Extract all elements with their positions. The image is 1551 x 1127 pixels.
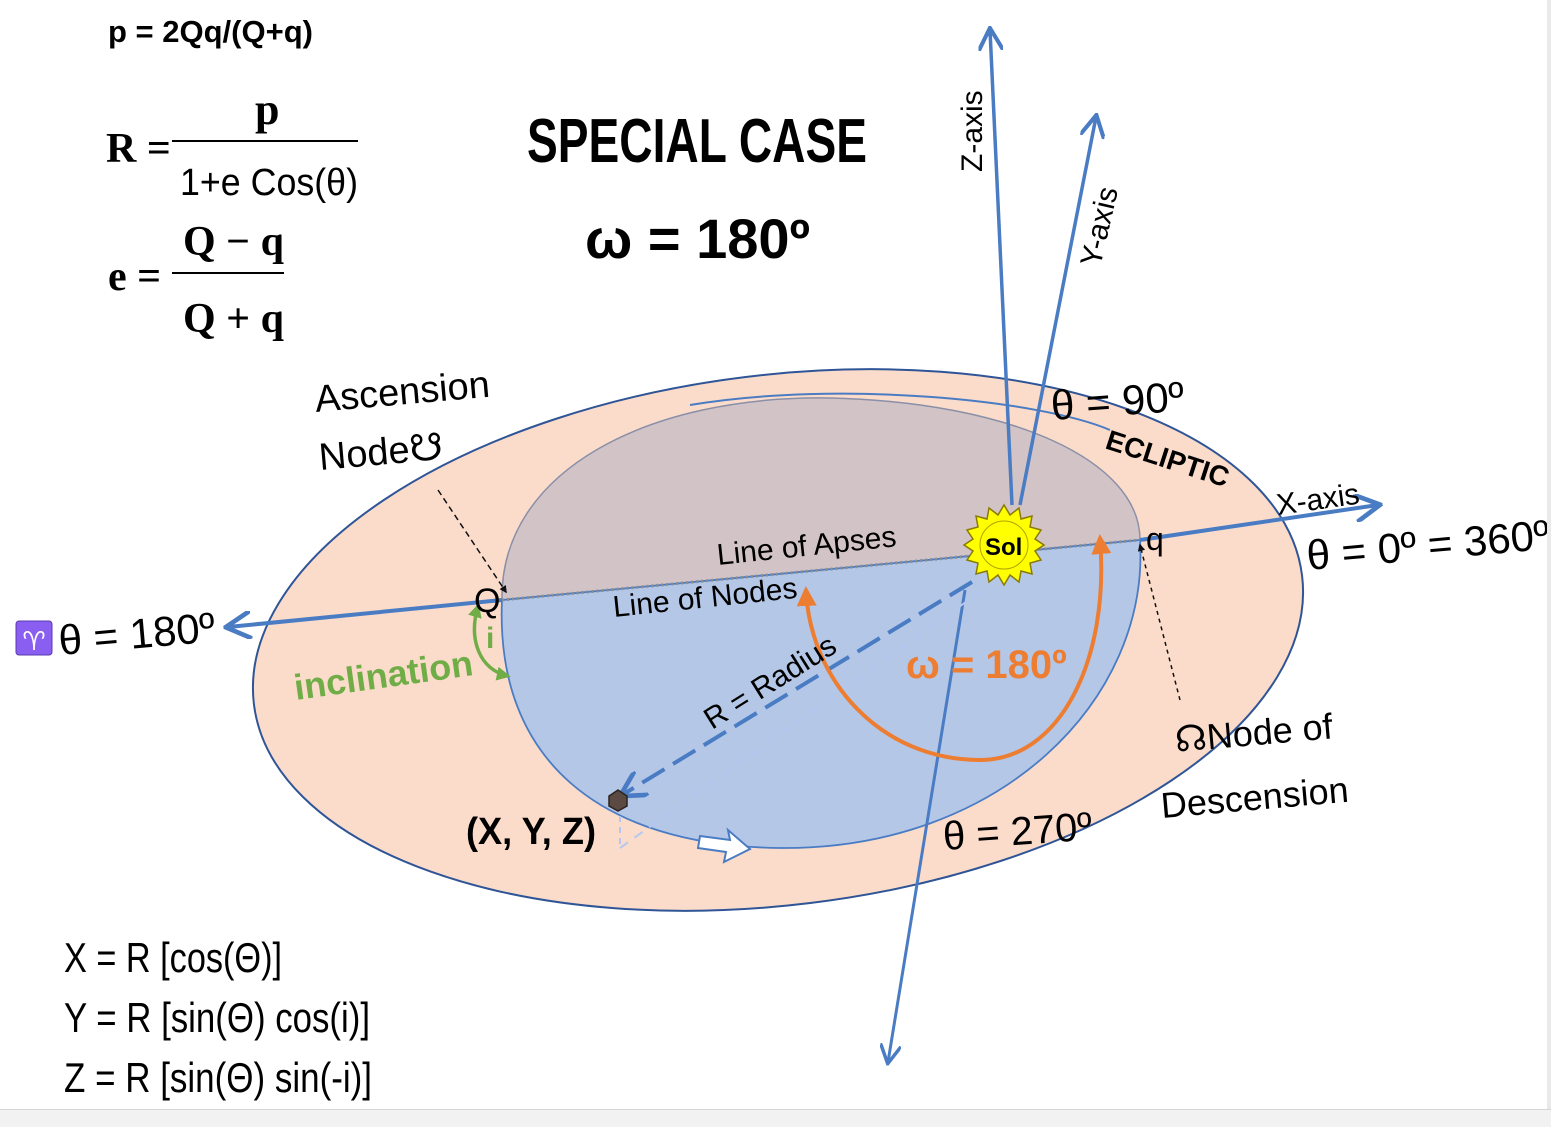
aries-icon: ♈ xyxy=(22,627,45,657)
aries-icon-box xyxy=(15,620,53,656)
formula-r-numerator: p xyxy=(255,85,279,134)
theta-180-label: θ = 180º xyxy=(57,603,217,663)
formula-z: Z = R [sin(Θ) sin(-i)] xyxy=(64,1054,372,1101)
inclination-symbol: i xyxy=(486,622,494,655)
sun-icon xyxy=(962,503,1046,587)
formula-e-denominator: Q + q xyxy=(183,296,284,342)
orbiting-body-icon xyxy=(608,789,628,812)
title-special-case: SPECIAL CASE xyxy=(527,107,867,176)
page-edge-bottom xyxy=(0,1109,1551,1127)
formula-e-lhs: e = xyxy=(108,254,161,300)
theta-270-axis-arrow xyxy=(888,589,967,1062)
theta-180-axis-arrow xyxy=(228,598,503,627)
formula-r-denominator: 1+e Cos(θ) xyxy=(180,162,358,204)
omega-label: ω = 180º xyxy=(906,643,1067,687)
point-xyz-label: (X, Y, Z) xyxy=(466,811,596,853)
y-axis-arrow xyxy=(1018,117,1096,506)
theta-0-360-label: θ = 0º = 360º xyxy=(1305,511,1551,579)
theta-90-label: θ = 90º xyxy=(1049,373,1185,429)
descension-node-pointer xyxy=(1137,543,1181,701)
ascension-node-label-line1: Ascension xyxy=(313,364,491,421)
aphelion-q-label: Q xyxy=(474,582,500,620)
ascension-node-label-line2: Node☋ xyxy=(317,426,445,479)
z-axis-label: Z-axis xyxy=(956,90,989,172)
ascension-node-pointer xyxy=(437,489,507,594)
omega-arc xyxy=(796,534,1112,763)
sol-label: Sol xyxy=(985,534,1022,561)
x-axis-label: X-axis xyxy=(1274,478,1361,522)
formula-r-lhs: R = xyxy=(106,126,171,172)
descension-node-label-line2: Descension xyxy=(1159,769,1350,826)
formula-e-numerator: Q − q xyxy=(183,219,284,265)
inclination-arc xyxy=(468,603,511,681)
title-omega: ω = 180º xyxy=(585,207,810,270)
orbit-rim xyxy=(689,392,1111,431)
perihelion-q-label: q xyxy=(1146,521,1164,557)
formula-y: Y = R [sin(Θ) cos(i)] xyxy=(64,994,370,1041)
z-axis-arrow xyxy=(990,30,1014,506)
page-edge-right xyxy=(1547,0,1551,1109)
formula-x: X = R [cos(Θ)] xyxy=(64,934,282,981)
formula-p: p = 2Qq/(Q+q) xyxy=(108,14,313,49)
radius-arrow xyxy=(622,580,974,795)
x-axis-arrow xyxy=(1139,505,1378,542)
theta-270-label: θ = 270º xyxy=(942,805,1094,859)
motion-direction-arrow xyxy=(696,827,752,864)
radius-projection xyxy=(619,591,981,849)
